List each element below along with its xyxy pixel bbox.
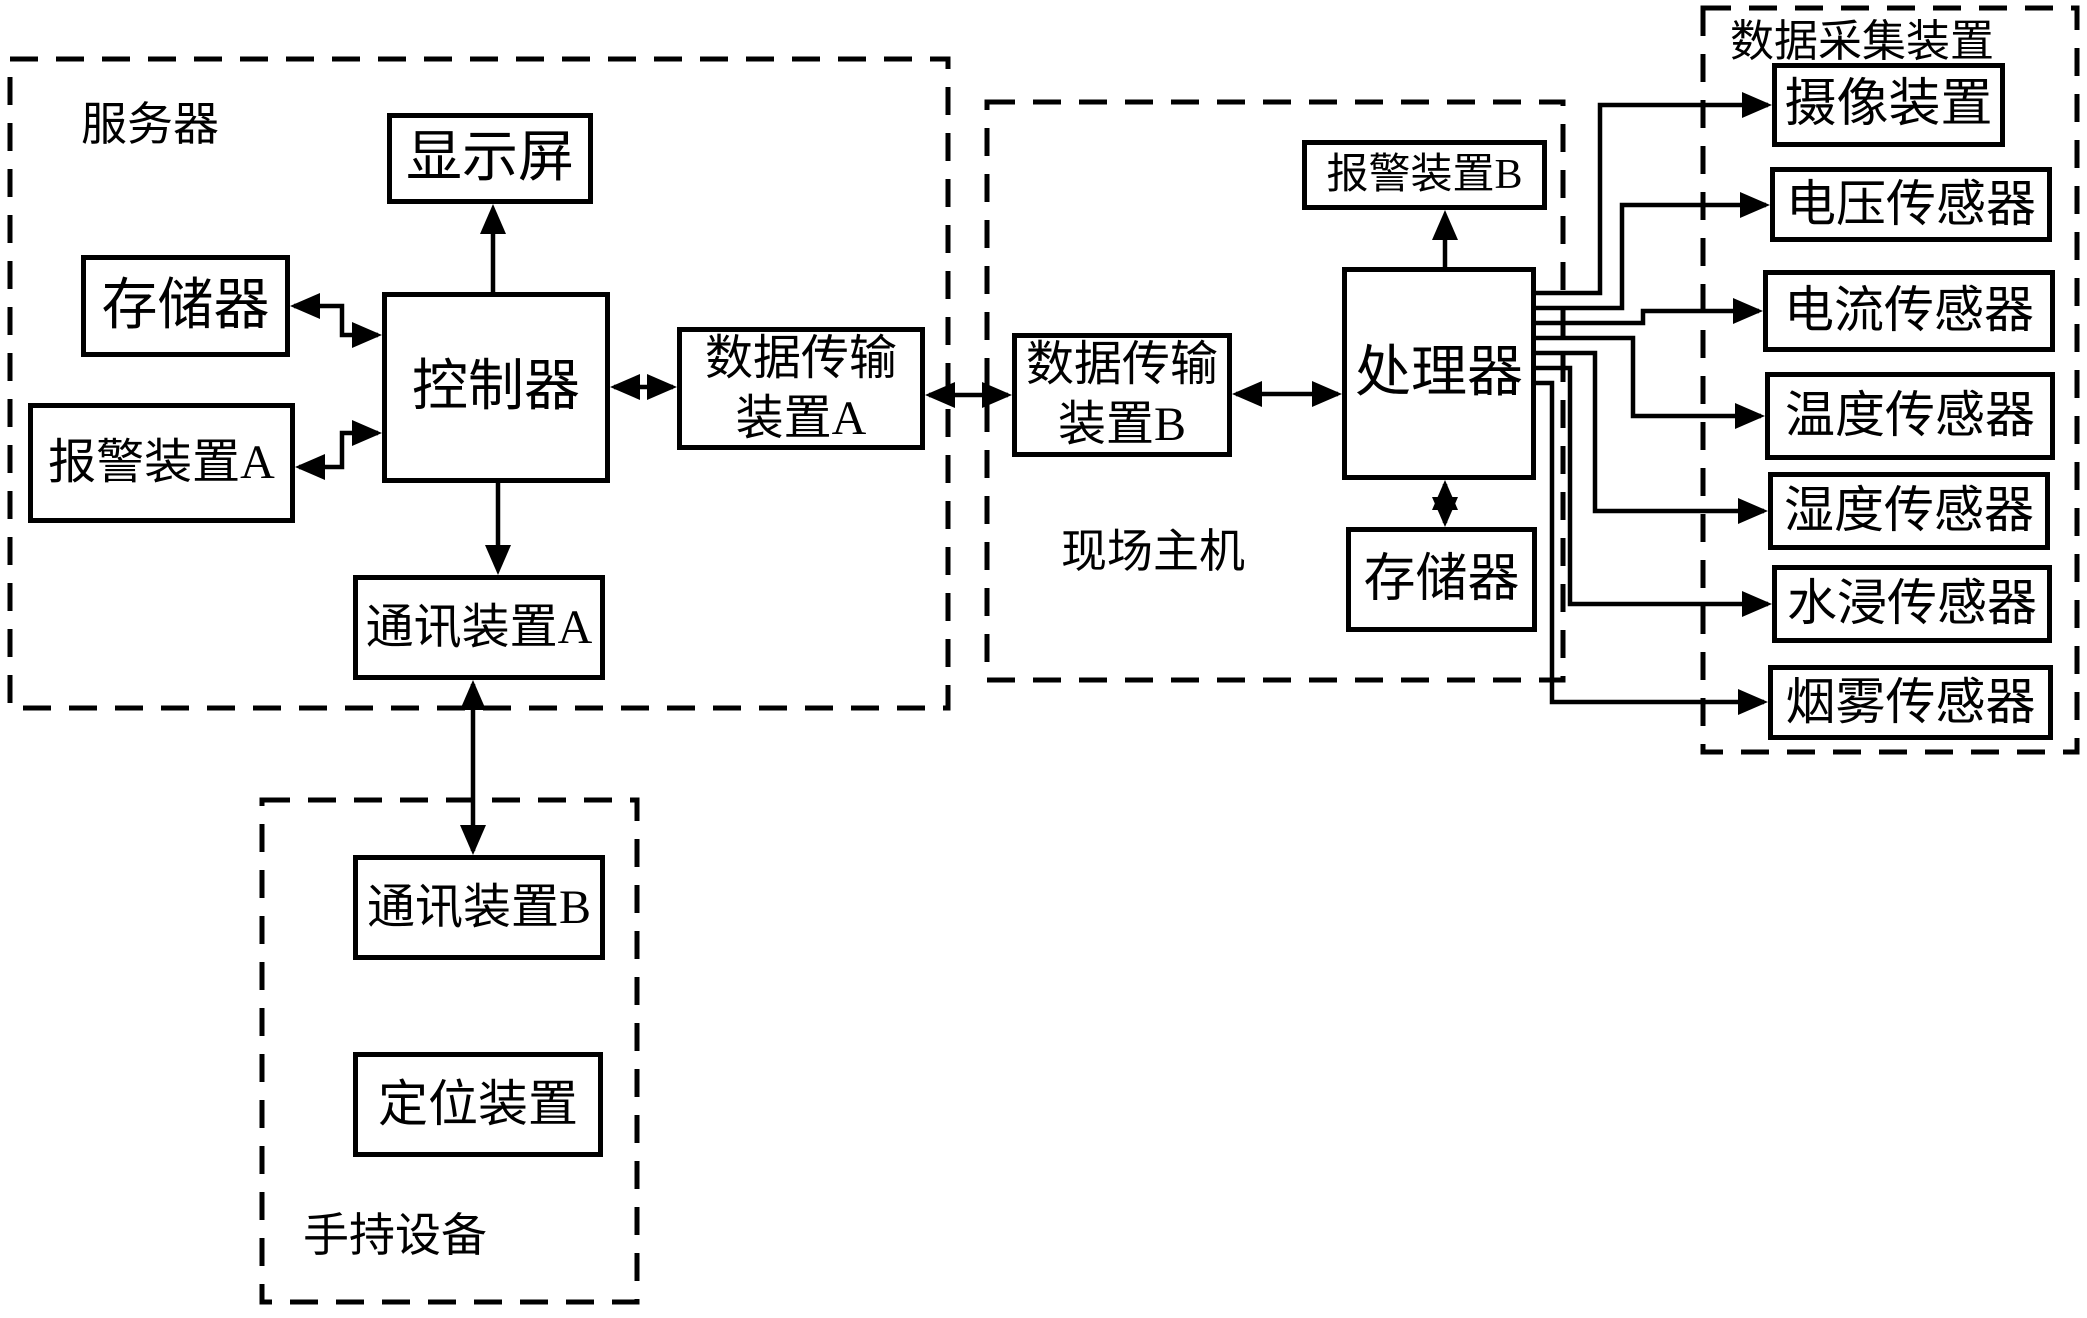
alarm-device-b-box: 报警装置B: [1302, 140, 1547, 210]
server-group-label: 服务器: [81, 99, 219, 150]
positioning-device-box: 定位装置: [353, 1052, 603, 1157]
display-label: 显示屏: [406, 127, 574, 190]
water-immersion-sensor-label: 水浸传感器: [1787, 575, 2037, 632]
arrowhead-into-trans-b-left: [982, 382, 1012, 408]
arrowhead-into-trans-b-right: [1232, 381, 1262, 407]
arrowhead-into-processor-left: [1312, 381, 1342, 407]
voltage-sensor-box: 电压传感器: [1770, 167, 2052, 242]
communication-a-label: 通讯装置A: [365, 600, 593, 654]
arrowhead-into-display: [480, 204, 506, 234]
arrowhead-into-trans-a-left: [647, 374, 677, 400]
display-box: 显示屏: [387, 113, 593, 204]
processor-label: 处理器: [1355, 342, 1523, 405]
arrowhead-into-controller-lower: [352, 420, 382, 446]
arrowhead-into-alarm-a: [295, 454, 325, 480]
positioning-device-label: 定位装置: [378, 1075, 578, 1132]
connector-processor-voltage: [1536, 202, 1766, 311]
data-transmission-a-label-line1: 数据传输: [704, 331, 897, 385]
voltage-sensor-label: 电压传感器: [1786, 175, 2036, 232]
handheld-group-frame: [259, 797, 640, 1305]
arrowhead-into-comm-a-bottom: [460, 680, 486, 710]
connector-processor-humidity: [1536, 350, 1764, 514]
alarm-device-a-label: 报警装置A: [48, 436, 275, 490]
connector-processor-camera: [1536, 102, 1768, 296]
server-group-frame: [7, 56, 951, 711]
smoke-sensor-box: 烟雾传感器: [1768, 665, 2053, 740]
arrowhead-into-temperature: [1735, 403, 1765, 429]
arrowhead-into-voltage: [1740, 192, 1770, 218]
current-sensor-label: 电流传感器: [1784, 282, 2034, 339]
smoke-sensor-label: 烟雾传感器: [1785, 673, 2036, 730]
collection-group-label: 数据采集装置: [1730, 17, 1994, 66]
connector-processor-current: [1536, 308, 1759, 326]
arrowhead-into-controller-upper: [352, 322, 382, 348]
temperature-sensor-label: 温度传感器: [1785, 387, 2035, 444]
handheld-group-label: 手持设备: [303, 1210, 487, 1261]
current-sensor-box: 电流传感器: [1763, 270, 2055, 352]
humidity-sensor-label: 湿度传感器: [1784, 482, 2034, 539]
arrowhead-into-smoke: [1738, 689, 1768, 715]
arrowhead-into-current: [1733, 298, 1763, 324]
arrowhead-into-camera: [1742, 92, 1772, 118]
arrowhead-into-humidity: [1738, 498, 1768, 524]
arrowhead-into-alarm-b: [1432, 210, 1458, 240]
data-transmission-b-box: 数据传输 装置B: [1012, 333, 1232, 457]
arrowhead-into-water: [1742, 591, 1772, 617]
water-immersion-sensor-box: 水浸传感器: [1772, 565, 2052, 643]
controller-label: 控制器: [412, 356, 580, 419]
communication-a-box: 通讯装置A: [353, 575, 605, 680]
processor-box: 处理器: [1342, 267, 1536, 480]
server-memory-box: 存储器: [81, 255, 290, 357]
alarm-device-b-label: 报警装置B: [1326, 151, 1523, 198]
field-host-memory-label: 存储器: [1363, 550, 1520, 608]
communication-b-box: 通讯装置B: [353, 855, 605, 960]
arrowhead-into-memory-a: [290, 293, 320, 319]
arrowhead-into-trans-a-right: [925, 382, 955, 408]
field-host-group-frame: [984, 99, 1566, 683]
arrowhead-into-comm-a-top: [485, 545, 511, 575]
camera-device-label: 摄像装置: [1784, 76, 1993, 134]
server-memory-label: 存储器: [101, 274, 270, 337]
data-transmission-b-label-line1: 数据传输: [1025, 338, 1218, 391]
connector-processor-smoke: [1536, 380, 1764, 705]
camera-device-box: 摄像装置: [1772, 63, 2005, 147]
alarm-device-a-box: 报警装置A: [28, 403, 295, 523]
collection-group-frame: [1700, 5, 2080, 755]
field-host-group-label: 现场主机: [1061, 526, 1245, 577]
connector-processor-water: [1536, 365, 1768, 607]
temperature-sensor-box: 温度传感器: [1765, 372, 2055, 460]
data-transmission-a-box: 数据传输 装置A: [677, 327, 925, 450]
arrowhead-into-comm-b: [460, 825, 486, 855]
field-host-memory-box: 存储器: [1346, 527, 1537, 632]
arrowhead-into-memory-b: [1432, 497, 1458, 527]
communication-b-label: 通讯装置B: [366, 880, 592, 934]
data-transmission-b-label-line2: 装置B: [1057, 398, 1187, 451]
data-transmission-a-label-line2: 装置A: [735, 391, 867, 445]
connector-processor-temperature: [1536, 335, 1761, 419]
humidity-sensor-box: 湿度传感器: [1768, 472, 2050, 550]
arrowhead-into-controller-right: [610, 374, 640, 400]
controller-box: 控制器: [382, 292, 610, 483]
